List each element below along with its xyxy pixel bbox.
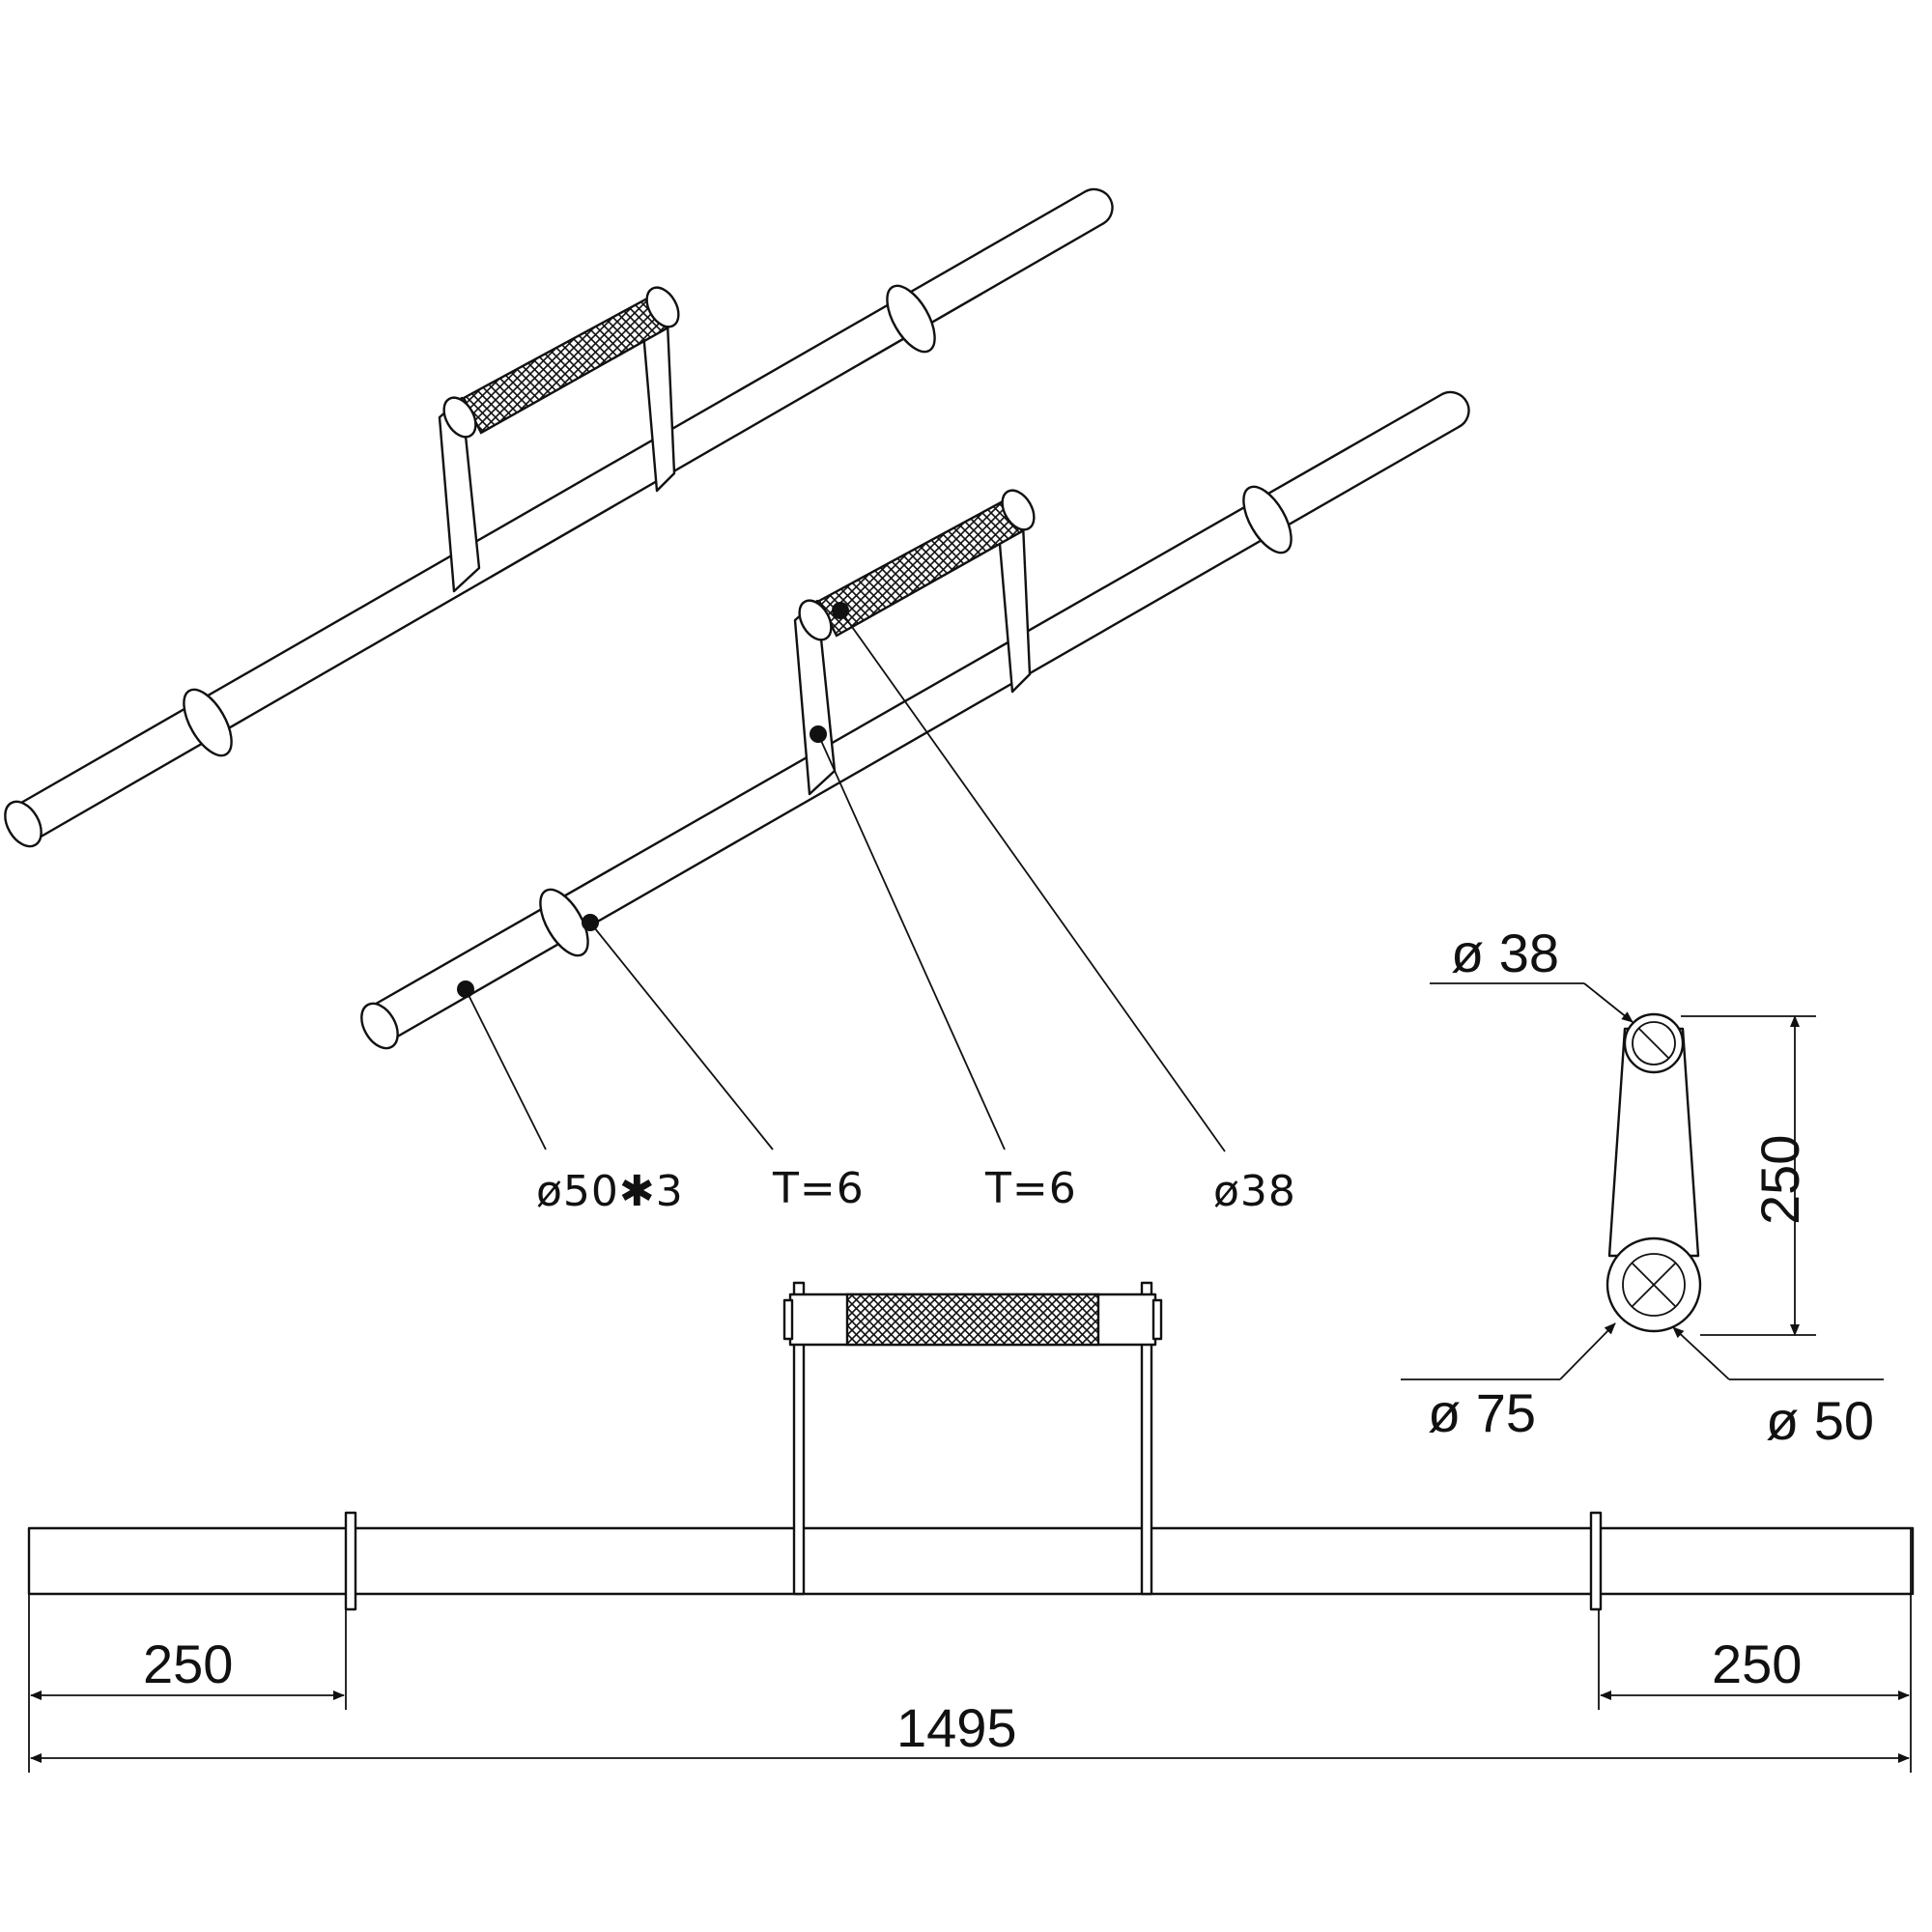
bar-end-cap xyxy=(360,1002,399,1050)
collar-left xyxy=(344,1511,357,1611)
side-collar-dia-label: ø 75 xyxy=(1428,1382,1536,1443)
side-view xyxy=(1401,982,1884,1380)
front-view xyxy=(27,1281,1915,1773)
handle-end-cap xyxy=(798,599,833,641)
handle-end xyxy=(1151,1298,1163,1341)
callout-leaders xyxy=(457,602,1226,1152)
callout-tube-label: ø50✱3 xyxy=(536,1167,684,1216)
left-sleeve-label: 250 xyxy=(143,1634,233,1694)
leader-line xyxy=(839,610,1226,1152)
handle-end-cap xyxy=(1001,489,1036,531)
leader-arrow xyxy=(1583,982,1634,1023)
leader-line xyxy=(589,922,774,1151)
side-tube-dia-label: ø 50 xyxy=(1766,1390,1874,1451)
plate-left xyxy=(792,1281,806,1596)
collar xyxy=(183,688,233,757)
bar-end-cap xyxy=(4,800,43,848)
handle-end-cap xyxy=(442,396,477,439)
side-height-label: 250 xyxy=(1749,1135,1810,1225)
collar xyxy=(886,284,936,354)
bar-tube xyxy=(13,187,1114,844)
callout-plate-label: T=6 xyxy=(772,1164,865,1213)
leader-line xyxy=(465,988,547,1151)
overall-length-label: 1495 xyxy=(896,1697,1017,1758)
callout-handle-label: ø38 xyxy=(1213,1167,1296,1216)
bar-tube-front xyxy=(27,1526,1915,1596)
callout-plate-label: T=6 xyxy=(984,1164,1077,1213)
iso-bar-rear xyxy=(4,187,1114,848)
collar-right xyxy=(1589,1511,1603,1611)
tube-section xyxy=(1622,1253,1686,1317)
leader-arrow xyxy=(1559,1322,1616,1380)
knurled-handle xyxy=(462,296,668,435)
handle-end-cap xyxy=(645,286,680,328)
collar xyxy=(539,888,589,957)
knurled-grip-front xyxy=(845,1293,1100,1347)
bar-tube xyxy=(369,390,1470,1044)
right-sleeve-label: 250 xyxy=(1712,1634,1802,1694)
leader-arrow xyxy=(1672,1326,1730,1380)
leader-line xyxy=(817,733,1006,1151)
handle-section-inner xyxy=(1632,1021,1676,1065)
side-handle-dia-label: ø 38 xyxy=(1451,923,1559,983)
knurled-handle xyxy=(817,498,1024,638)
plate-right xyxy=(1140,1281,1153,1596)
handle-end xyxy=(782,1298,794,1341)
iso-bar-front xyxy=(360,390,1470,1050)
collar xyxy=(1242,485,1293,554)
